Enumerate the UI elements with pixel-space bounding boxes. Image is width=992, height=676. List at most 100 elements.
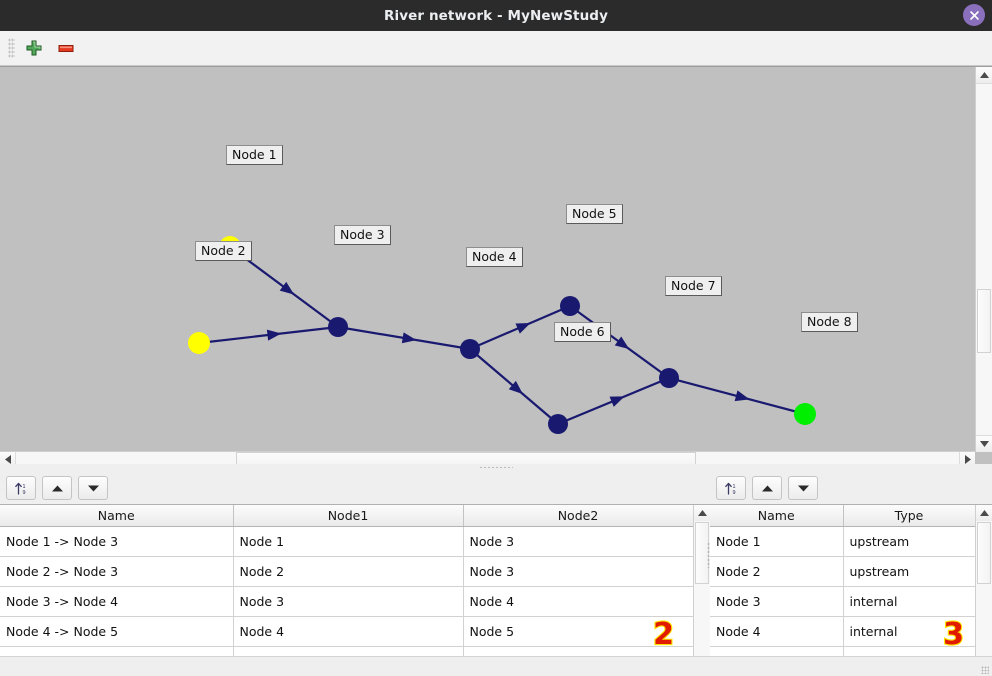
caret-up-icon (979, 72, 989, 78)
close-button[interactable] (963, 4, 985, 26)
table-cell[interactable]: Node 2 -> Node 3 (0, 556, 234, 587)
column-header-type[interactable]: Type (843, 505, 976, 527)
vsplitter-grip-icon (707, 542, 710, 568)
diagram-scroll-up-button[interactable] (976, 67, 992, 84)
diagram-vertical-scrollbar[interactable] (975, 67, 992, 452)
graph-node-label-node1[interactable]: Node 1 (226, 145, 283, 165)
diagram-pane: Node 1 Node 2 Node 3 Node 4 Node 5 Node 6 Node… (0, 66, 992, 506)
resize-grip-icon[interactable] (981, 666, 989, 674)
add-node-button[interactable] (21, 35, 47, 61)
table-cell[interactable]: Node 3 (463, 556, 694, 587)
nodes-vscroll-thumb[interactable] (977, 522, 991, 584)
graph-node-label-node6[interactable]: Node 6 (554, 322, 611, 342)
graph-node-label-node3[interactable]: Node 3 (334, 225, 391, 245)
arrow-down-icon (797, 485, 809, 491)
graph-node-node2[interactable] (188, 332, 210, 354)
table-cell[interactable]: Node 2 (233, 556, 464, 587)
graph-node-node4[interactable] (460, 339, 480, 359)
table-cell[interactable]: Node 1 (710, 526, 844, 557)
reaches-scroll-up-button[interactable] (694, 505, 710, 521)
column-header-node2[interactable]: Node2 (463, 505, 694, 527)
nodes-vertical-scrollbar[interactable] (975, 505, 992, 676)
caret-down-icon (979, 441, 989, 447)
table-cell[interactable]: Node 2 (710, 556, 844, 587)
column-header-name[interactable]: Name (710, 505, 844, 527)
table-cell[interactable]: upstream (843, 556, 976, 587)
graph-node-label-node2[interactable]: Node 2 (195, 241, 252, 261)
reaches-sort-button[interactable]: 1 9 (6, 476, 36, 500)
graph-node-label-node7[interactable]: Node 7 (665, 276, 722, 296)
diagram-vscroll-thumb[interactable] (977, 289, 991, 353)
graph-node-node5[interactable] (560, 296, 580, 316)
edge-arrowhead-icon (609, 396, 625, 407)
nodes-move-up-button[interactable] (752, 476, 782, 500)
svg-text:1: 1 (22, 484, 25, 490)
diagram-scroll-down-button[interactable] (976, 435, 992, 452)
table-cell[interactable]: internal (843, 586, 976, 617)
nodes-move-down-button[interactable] (788, 476, 818, 500)
network-canvas[interactable] (0, 67, 968, 452)
edge-arrowhead-icon (614, 336, 630, 350)
diagram-scroll-left-button[interactable] (0, 452, 16, 467)
table-cell[interactable]: Node 3 (710, 586, 844, 617)
sort-icon: 1 9 (14, 482, 25, 496)
table-cell[interactable]: Node 5 (463, 616, 694, 647)
table-cell[interactable]: Node 4 (710, 616, 844, 647)
graph-node-label-node4[interactable]: Node 4 (466, 247, 523, 267)
splitter-grip-icon (479, 465, 513, 469)
svg-text:9: 9 (732, 490, 735, 496)
graph-node-node7[interactable] (659, 368, 679, 388)
toolbar-drag-handle[interactable] (8, 38, 15, 58)
reaches-move-down-button[interactable] (78, 476, 108, 500)
table-cell[interactable]: Node 3 -> Node 4 (0, 586, 234, 617)
table-cell[interactable]: Node 3 (463, 526, 694, 557)
diagram-horizontal-scrollbar[interactable] (0, 451, 975, 467)
table-cell[interactable]: upstream (843, 526, 976, 557)
diagram-vscroll-track[interactable] (976, 84, 992, 435)
table-cell[interactable]: Node 1 -> Node 3 (0, 526, 234, 557)
reaches-move-up-button[interactable] (42, 476, 72, 500)
table-cell[interactable]: Node 4 (463, 586, 694, 617)
main-toolbar (0, 31, 992, 66)
table-cell[interactable]: Node 3 (233, 586, 464, 617)
remove-minus-icon (58, 45, 74, 52)
table-cell[interactable]: Node 4 -> Node 5 (0, 616, 234, 647)
nodes-sort-button[interactable]: 1 9 (716, 476, 746, 500)
reaches-vertical-scrollbar[interactable] (693, 505, 710, 676)
pane-splitter[interactable] (0, 464, 992, 470)
arrow-up-icon (51, 485, 63, 491)
graph-node-label-node5[interactable]: Node 5 (566, 204, 623, 224)
arrow-up-icon (761, 485, 773, 491)
table-cell[interactable]: internal (843, 616, 976, 647)
graph-node-node3[interactable] (328, 317, 348, 337)
remove-node-button[interactable] (53, 35, 79, 61)
caret-right-icon (964, 455, 971, 464)
diagram-scroll-right-button[interactable] (959, 452, 975, 467)
column-header-name[interactable]: Name (0, 505, 234, 527)
graph-node-node8[interactable] (794, 403, 816, 425)
add-plus-icon (26, 40, 42, 56)
graph-node-node6[interactable] (548, 414, 568, 434)
close-icon (969, 10, 979, 20)
nodes-scroll-up-button[interactable] (976, 505, 992, 521)
graph-node-label-node8[interactable]: Node 8 (801, 312, 858, 332)
svg-text:9: 9 (22, 490, 25, 496)
column-header-node1[interactable]: Node1 (233, 505, 464, 527)
table-cell[interactable]: Node 1 (233, 526, 464, 557)
table-cell[interactable]: Node 4 (233, 616, 464, 647)
